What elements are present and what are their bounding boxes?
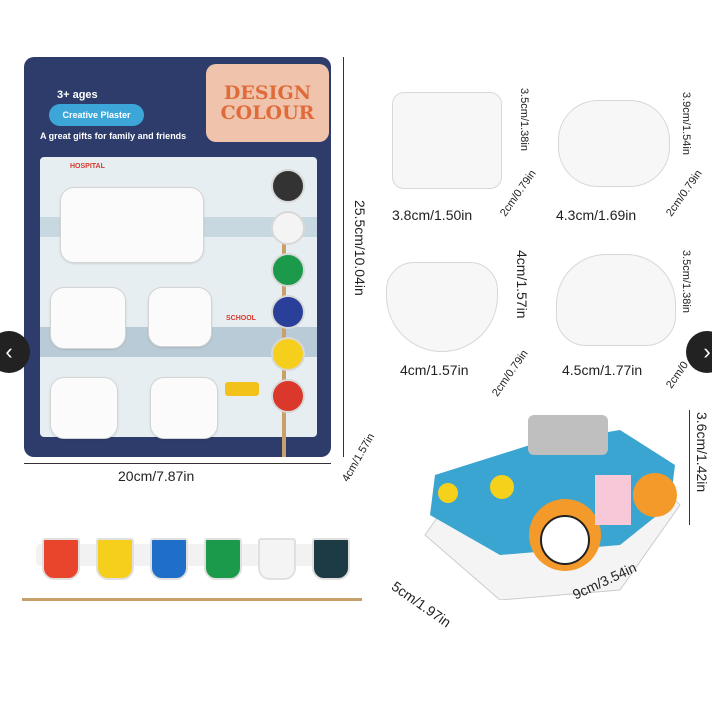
plane-height-label: 3.5cm/1.38in — [680, 250, 692, 313]
chevron-left-icon: ‹ — [5, 339, 13, 364]
train-width-label: 3.8cm/1.50in — [392, 207, 473, 223]
bus-icon — [225, 382, 259, 396]
card-paint-pot — [271, 211, 305, 245]
card-brush — [282, 212, 286, 457]
product-card: DESIGN COLOUR 3+ ages Creative Plaster A… — [24, 57, 331, 457]
paint-pot — [312, 538, 350, 580]
card-paint-pot — [271, 169, 305, 203]
big-car-height-label: 3.6cm/1.42in — [694, 412, 710, 493]
logo-line-2: COLOUR — [220, 102, 315, 124]
boat-width-label: 4cm/1.57in — [400, 362, 469, 378]
card-height-line — [343, 57, 344, 457]
train-depth-label: 2cm/0.79in — [498, 167, 539, 219]
paint-strip — [36, 544, 346, 566]
product-badge: Creative Plaster — [49, 104, 144, 126]
card-width-label: 20cm/7.87in — [118, 468, 195, 484]
chevron-right-icon: › — [703, 339, 711, 364]
age-label: 3+ ages — [57, 89, 98, 101]
card-paint-pot — [271, 379, 305, 413]
logo-line-1: DESIGN — [223, 82, 312, 104]
car-piece — [558, 100, 670, 187]
train-height-label: 3.5cm/1.38in — [518, 88, 530, 151]
car-figure — [60, 187, 204, 263]
plane-figure — [150, 377, 218, 439]
card-paint-pot — [271, 253, 305, 287]
boat-piece — [386, 262, 498, 352]
card-paint-pot — [271, 295, 305, 329]
brand-logo: DESIGN COLOUR — [206, 64, 329, 142]
car-height-label: 3.9cm/1.54in — [680, 92, 692, 155]
car-width-label: 4.3cm/1.69in — [556, 207, 637, 223]
card-height-label: 25.5cm/10.04in — [352, 200, 368, 296]
ship-figure — [50, 377, 118, 439]
paint-brush — [22, 598, 362, 601]
boat-depth-label: 2cm/0.79in — [490, 347, 531, 399]
school-sign: SCHOOL — [226, 315, 256, 322]
paint-pot — [150, 538, 188, 580]
card-paint-pot — [271, 337, 305, 371]
plane-width-label: 4.5cm/1.77in — [562, 362, 643, 378]
product-tagline: A great gifts for family and friends — [40, 131, 187, 141]
boat-height-label: 4cm/1.57in — [514, 250, 530, 319]
plane-piece — [556, 254, 676, 346]
paint-pot — [204, 538, 242, 580]
card-width-line — [24, 463, 331, 464]
paint-pot — [42, 538, 80, 580]
paint-pot — [258, 538, 296, 580]
train-piece — [392, 92, 502, 189]
hospital-sign: HOSPITAL — [70, 163, 105, 170]
train-figure — [50, 287, 126, 349]
next-image-button[interactable]: › — [686, 331, 712, 373]
car-depth-label: 2cm/0.79in — [664, 167, 705, 219]
painted-car-image — [424, 415, 681, 600]
boat-figure — [148, 287, 212, 347]
card-depth-label: 4cm/1.57in — [340, 431, 378, 484]
paint-pot — [96, 538, 134, 580]
plane-depth-label: 2cm/0 — [664, 359, 692, 391]
big-car-height-line — [689, 410, 690, 525]
